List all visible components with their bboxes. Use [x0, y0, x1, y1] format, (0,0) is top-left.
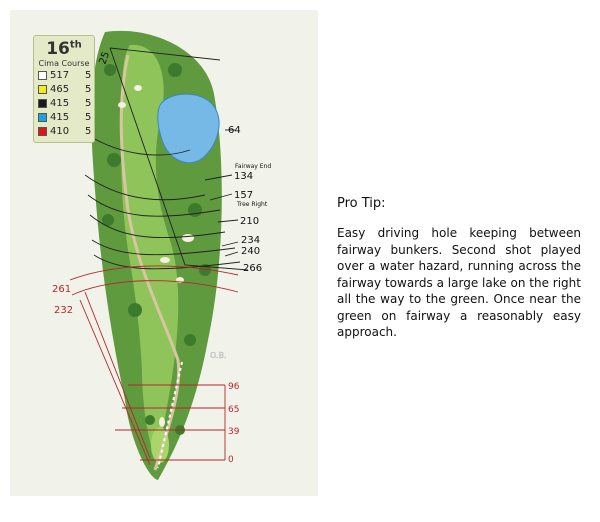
tee-yards: 465: [50, 84, 70, 95]
tee-row-blue: 415 5: [38, 112, 94, 124]
yardage-234: 234: [241, 235, 260, 246]
tee-color-swatch: [38, 71, 47, 80]
yardage-261: 261: [52, 284, 71, 295]
yardage-65: 65: [228, 405, 239, 415]
tee-row-yellow: 465 5: [38, 84, 94, 96]
tee-row-white: 517 5: [38, 70, 94, 82]
tee-par: 5: [85, 98, 92, 109]
tee-row-black: 415 5: [38, 98, 94, 110]
hole-map: 25 64 Fairway End 134 157 Tree Right 210…: [52, 30, 271, 481]
yardage-96: 96: [228, 382, 240, 392]
cart-path: [119, 54, 181, 471]
yardage-266: 266: [243, 263, 262, 274]
tee-color-swatch: [38, 127, 47, 136]
ob-label: O.B.: [210, 351, 227, 360]
ob-line: [157, 361, 183, 469]
course-name: Cima Course: [38, 59, 90, 68]
yardage-157: 157: [234, 190, 253, 201]
hole-number: 16th: [46, 39, 82, 59]
yardage-39: 39: [228, 427, 240, 437]
tee-par: 5: [85, 112, 92, 123]
tee-yards: 517: [50, 70, 70, 81]
hole-map-panel: 25 64 Fairway End 134 157 Tree Right 210…: [10, 10, 318, 496]
tree-right-label: Tree Right: [236, 201, 268, 208]
fairway-end-label: Fairway End: [235, 163, 271, 170]
tee-color-swatch: [38, 99, 47, 108]
tee-par: 5: [85, 126, 92, 137]
tee-color-swatch: [38, 85, 47, 94]
yardage-232: 232: [54, 305, 73, 316]
pro-tip-body: Easy driving hole keeping between fairwa…: [337, 226, 581, 339]
tee-yards: 415: [50, 112, 70, 123]
yardage-240: 240: [241, 246, 260, 257]
yardage-134: 134: [234, 171, 253, 182]
lake: [157, 93, 220, 164]
tee-par: 5: [85, 84, 92, 95]
tee-par: 5: [85, 70, 92, 81]
tee-scorecard: 16th Cima Course 517 5 465 5 415 5 415 5…: [33, 35, 95, 143]
tee-row-red: 410 5: [38, 126, 94, 138]
tee-color-swatch: [38, 113, 47, 122]
tee-yards: 415: [50, 98, 70, 109]
tee-yards: 410: [50, 126, 70, 137]
pro-tip-title: Pro Tip:: [337, 196, 386, 211]
yardage-64: 64: [228, 125, 241, 136]
yardage-210: 210: [240, 216, 259, 227]
yardage-25: 25: [97, 50, 112, 66]
yardage-0: 0: [228, 455, 234, 465]
